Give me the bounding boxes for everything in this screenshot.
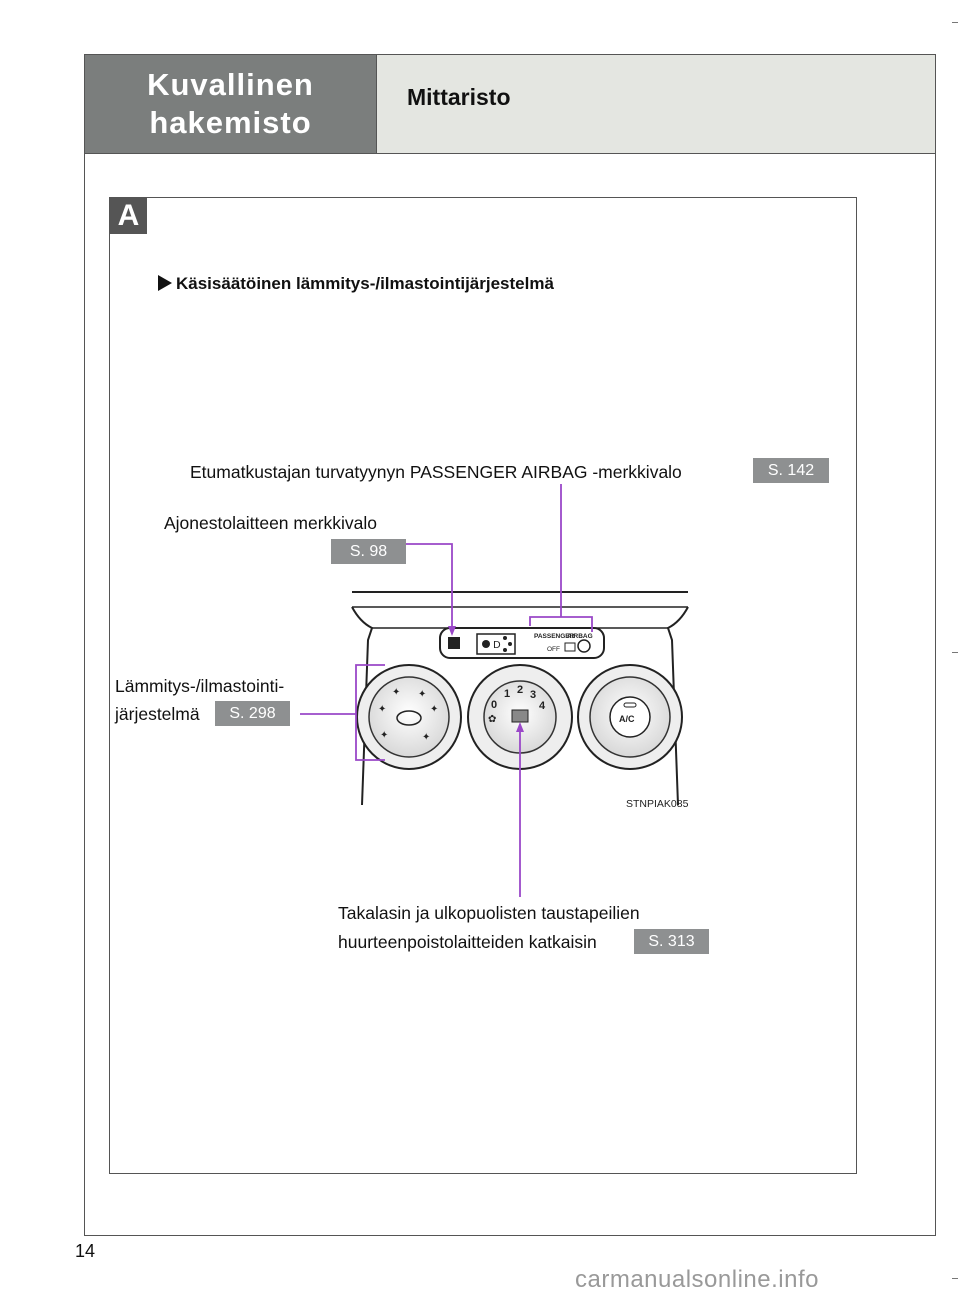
temperature-dial: A/C bbox=[577, 664, 683, 770]
section-title: Käsisäätöinen lämmitys-/ilmastointijärje… bbox=[176, 274, 554, 293]
fan-speed-3: 3 bbox=[530, 689, 536, 701]
fan-speed-1: 1 bbox=[504, 688, 510, 700]
crop-mark bbox=[952, 1278, 958, 1279]
hvac-page-ref[interactable]: S. 298 bbox=[215, 701, 290, 726]
mode-dial: ✦ ✦ ✦ ✦ ✦ ✦ bbox=[356, 664, 462, 770]
fan-speed-0: 0 bbox=[491, 699, 497, 711]
content-panel bbox=[109, 197, 857, 1174]
category-line2: hakemisto bbox=[149, 105, 312, 140]
section-badge: A bbox=[110, 198, 147, 234]
svg-text:✿: ✿ bbox=[488, 714, 496, 725]
crop-mark bbox=[952, 22, 958, 23]
svg-text:✦: ✦ bbox=[378, 704, 386, 715]
hvac-label-line1: Lämmitys-/ilmastointi- bbox=[115, 676, 285, 696]
category-line1: Kuvallinen bbox=[147, 67, 314, 102]
header-divider bbox=[85, 153, 936, 154]
svg-text:✦: ✦ bbox=[422, 732, 430, 743]
airbag-indicator-label: Etumatkustajan turvatyynyn PASSENGER AIR… bbox=[190, 462, 682, 482]
fan-speed-2: 2 bbox=[517, 684, 523, 696]
header-bar bbox=[376, 55, 935, 153]
ac-text: A/C bbox=[619, 714, 635, 724]
triangle-bullet-icon bbox=[158, 275, 172, 291]
page-frame bbox=[84, 54, 936, 1236]
crop-mark bbox=[952, 652, 958, 653]
indicator-strip: D PASSENGER AIRBAG OFF bbox=[439, 627, 605, 659]
section-heading: Käsisäätöinen lämmitys-/ilmastointijärje… bbox=[158, 274, 554, 294]
passenger-text: PASSENGER bbox=[534, 633, 575, 640]
svg-text:✦: ✦ bbox=[418, 689, 426, 700]
svg-text:✦: ✦ bbox=[430, 704, 438, 715]
callout-lines bbox=[300, 484, 593, 897]
image-code: STNPIAK085 bbox=[626, 798, 689, 810]
seat-page-ref[interactable]: S. 98 bbox=[331, 539, 406, 564]
watermark: carmanualsonline.info bbox=[575, 1266, 819, 1293]
page-number: 14 bbox=[75, 1241, 96, 1261]
page-title: Mittaristo bbox=[407, 84, 511, 110]
hvac-label-line2: järjestelmä bbox=[115, 704, 200, 724]
svg-text:✦: ✦ bbox=[380, 730, 388, 741]
seat-indicator-label: Ajonestolaitteen merkkivalo bbox=[164, 513, 378, 533]
defog-page-ref[interactable]: S. 313 bbox=[634, 929, 709, 954]
svg-text:D: D bbox=[493, 640, 501, 651]
defog-label-line1: Takalasin ja ulkopuolisten taustapeilien bbox=[338, 903, 640, 923]
off-text: OFF bbox=[547, 646, 560, 653]
airbag-page-ref[interactable]: S. 142 bbox=[753, 458, 829, 483]
svg-text:✦: ✦ bbox=[392, 687, 400, 698]
fan-speed-4: 4 bbox=[539, 700, 546, 712]
arrow-heads bbox=[448, 626, 524, 732]
airbag-text: AIRBAG bbox=[567, 633, 593, 640]
defog-label-line2: huurteenpoistolaitteiden katkaisin bbox=[338, 932, 597, 952]
